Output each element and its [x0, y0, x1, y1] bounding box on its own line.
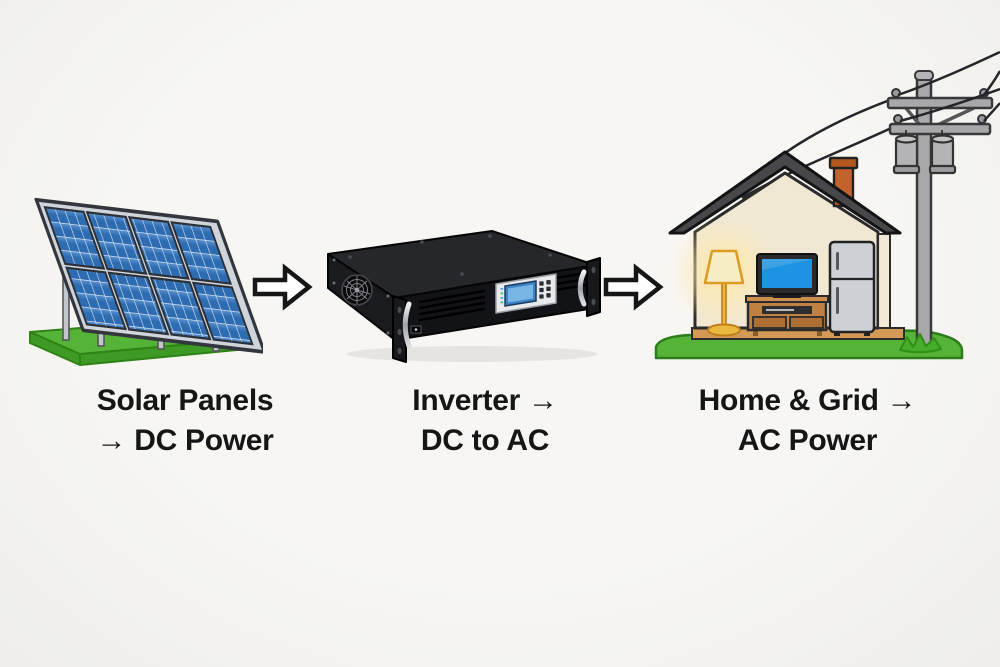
panel-grid	[34, 197, 263, 354]
right-arrow-icon	[603, 263, 664, 311]
floor-lamp-icon	[703, 249, 745, 337]
lcd-inner	[508, 284, 533, 303]
tv-screen	[762, 259, 812, 288]
vent-slots	[418, 270, 594, 322]
power-lines-to-grid	[897, 50, 1000, 123]
power-switch	[410, 325, 422, 334]
caption-line: Solar Panels	[96, 384, 274, 417]
caption-line: Inverter →	[412, 384, 558, 417]
roof	[668, 150, 902, 235]
caption-line: → DC Power	[96, 424, 274, 457]
chrome-handles	[402, 269, 587, 349]
rack-inverter-icon	[327, 230, 601, 363]
crossarm	[886, 96, 994, 110]
drawer	[789, 316, 824, 329]
caption-solar-panels: Solar Panels → DC Power	[25, 381, 345, 461]
utility-pole-icon	[886, 70, 994, 352]
tv-icon	[756, 253, 818, 298]
drawer	[752, 316, 787, 329]
solar-panel-array-icon	[29, 197, 263, 366]
control-panel	[495, 273, 557, 314]
fridge-icon	[828, 240, 876, 336]
caption-line: DC to AC	[420, 424, 550, 457]
top-screws	[348, 234, 552, 276]
caption-inverter: Inverter → DC to AC	[355, 381, 615, 461]
crossarm	[888, 122, 992, 136]
cooling-fan-icon	[332, 258, 390, 335]
transformer-icon	[892, 130, 957, 175]
panel-buttons	[538, 279, 552, 300]
caption-line: Home & Grid →	[698, 384, 917, 417]
caption-line: AC Power	[737, 424, 878, 457]
grass-tuft	[899, 333, 942, 354]
tv-cabinet-icon	[745, 295, 829, 336]
caption-home-grid: Home & Grid → AC Power	[655, 381, 960, 461]
right-arrow-icon	[252, 263, 313, 311]
inverter-shadow	[347, 346, 597, 362]
right-wall-section	[877, 233, 891, 329]
house-and-utility-pole-icon	[654, 50, 1000, 360]
ear-holes	[397, 266, 596, 355]
status-leds	[500, 288, 504, 304]
